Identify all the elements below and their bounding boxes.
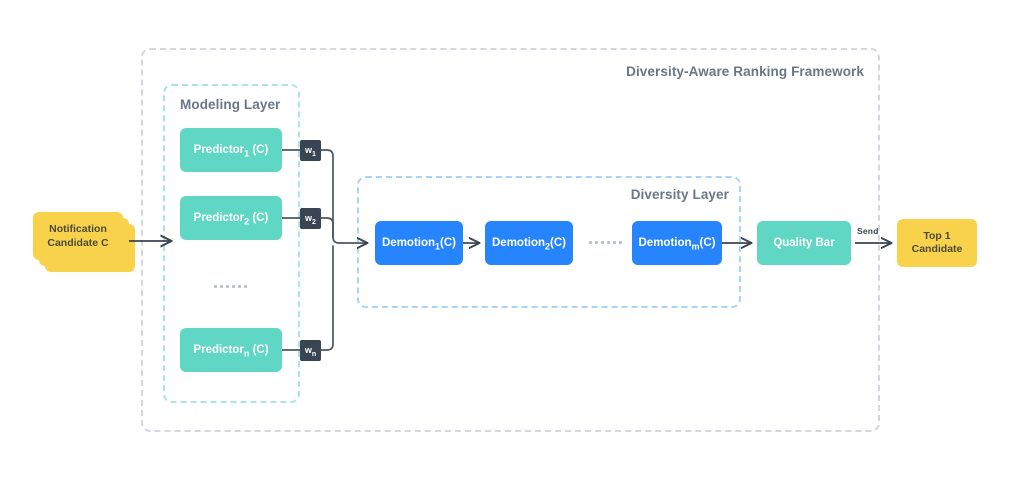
wire-wn-to-trunk: [321, 246, 333, 350]
wire-w1-to-trunk: [321, 150, 333, 237]
arrow-trunk-to-demotion1: [333, 237, 367, 243]
wire-w2-to-trunk: [321, 218, 333, 237]
